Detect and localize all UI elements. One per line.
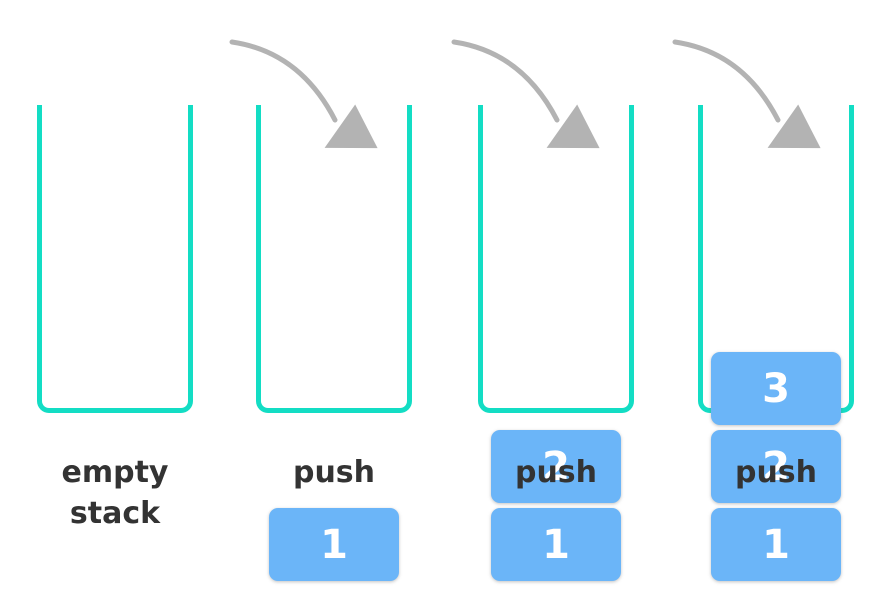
stack-item[interactable]: 2 xyxy=(711,430,841,503)
stack-item-value: 2 xyxy=(762,443,790,490)
stack-caption-push-2: push xyxy=(514,455,598,490)
stack-item[interactable]: 1 xyxy=(711,508,841,581)
stack-items-empty-stack xyxy=(37,581,193,590)
stack-container-empty-stack xyxy=(37,105,193,413)
stack-caption-push-1: push xyxy=(292,455,376,490)
stack-items-push-3: 1 2 3 xyxy=(698,352,854,590)
stack-item[interactable]: 1 xyxy=(491,508,621,581)
stack-item[interactable]: 2 xyxy=(491,430,621,503)
stack-caption-empty-stack: empty stack xyxy=(61,455,169,532)
stack-item-value: 1 xyxy=(320,521,348,568)
stack-item-value: 1 xyxy=(762,521,790,568)
stack-column-push-1: 1 push xyxy=(256,0,412,590)
stack-item-value: 1 xyxy=(542,521,570,568)
stack-container-push-1 xyxy=(256,105,412,413)
stack-item[interactable]: 1 xyxy=(269,508,399,581)
stack-container-push-2 xyxy=(478,105,634,413)
stack-item[interactable]: 3 xyxy=(711,352,841,425)
stack-column-empty-stack: empty stack xyxy=(37,0,193,590)
stack-caption-push-3: push xyxy=(734,455,818,490)
stack-item-value: 3 xyxy=(762,365,790,412)
stack-items-push-1: 1 xyxy=(256,508,412,590)
stack-item-value: 2 xyxy=(542,443,570,490)
stack-column-push-3: 1 2 3 push xyxy=(698,0,854,590)
